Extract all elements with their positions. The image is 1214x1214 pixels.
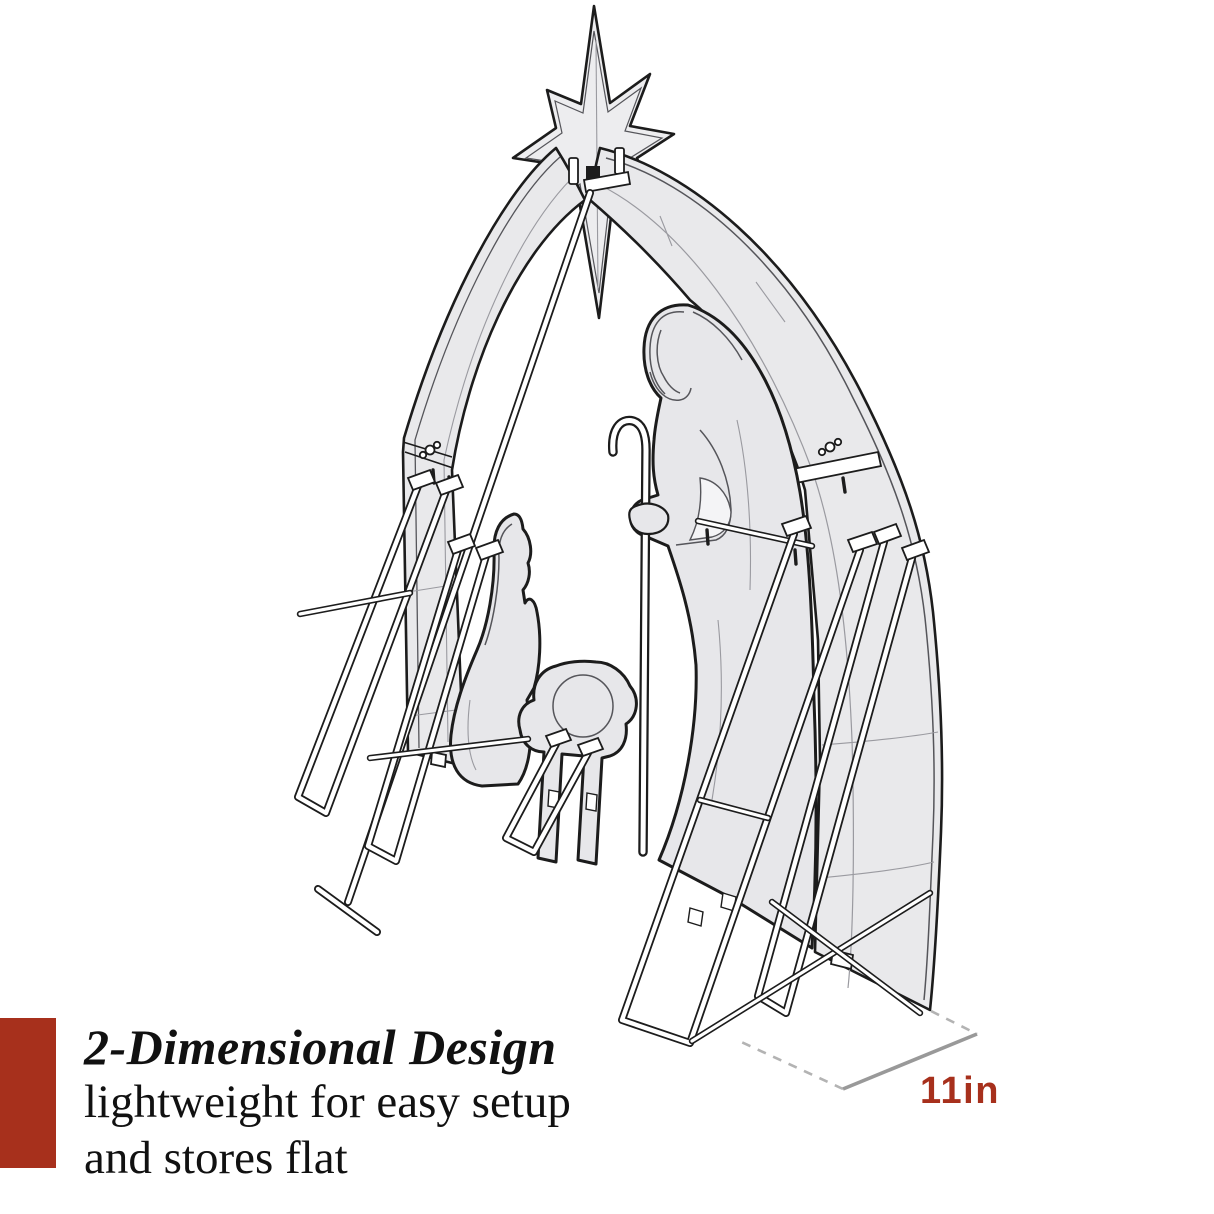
panel-tab <box>430 750 447 769</box>
joseph-hand <box>628 502 670 536</box>
apex-connector-hardware <box>568 147 632 194</box>
caption-title: 2-Dimensional Design <box>84 1019 557 1075</box>
accent-bar <box>0 1018 56 1168</box>
caption-line-2: and stores flat <box>84 1132 348 1184</box>
stand-rung-joseph <box>698 521 812 566</box>
right-arch-panel <box>588 146 944 1012</box>
stand-hook-plates <box>406 468 931 758</box>
depth-dimension-label: 11in <box>920 1070 1000 1112</box>
panel-joint-bolt-left <box>418 440 442 460</box>
caption-line-1: lightweight for easy setup <box>84 1076 571 1128</box>
panel-joint-bolt-right <box>817 437 843 457</box>
shepherd-staff <box>608 415 670 857</box>
caption-block: 2-Dimensional Design lightweight for eas… <box>84 1020 571 1186</box>
bethlehem-star-icon <box>511 4 676 320</box>
baby-manger-figure <box>517 659 638 866</box>
dimension-lines <box>736 1009 978 1091</box>
